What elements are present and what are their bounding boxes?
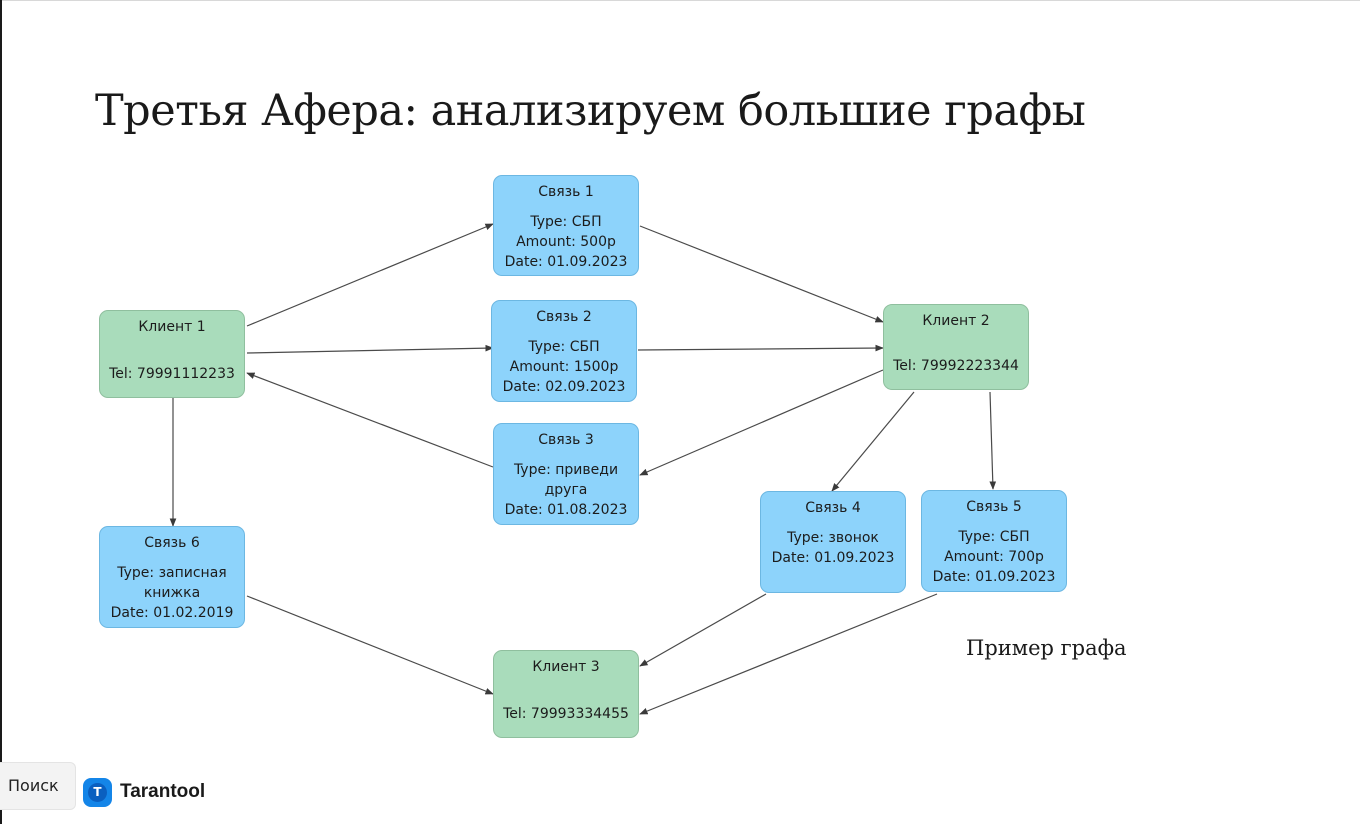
edge-svyaz3-to-klient1	[246, 372, 494, 468]
slide-title: Третья Афера: анализируем большие графы	[95, 86, 1086, 136]
node-line: Amount: 500р	[516, 234, 616, 250]
node-line: Type: СБП	[528, 339, 600, 355]
brand: T Tarantool	[83, 777, 205, 807]
node-body: Tel: 79992223344	[884, 356, 1028, 376]
node-title: Связь 6	[144, 535, 200, 551]
frame-top-border	[0, 0, 1360, 1]
node-klient2: Клиент 2 Tel: 79992223344	[883, 304, 1029, 390]
node-line: Tel: 79991112233	[109, 366, 235, 382]
node-title: Клиент 1	[138, 319, 206, 335]
edge-svyaz6-to-klient3	[246, 595, 494, 695]
node-line: Date: 02.09.2023	[502, 379, 626, 395]
node-line: Type: записная	[117, 565, 227, 581]
node-klient3: Клиент 3 Tel: 79993334455	[493, 650, 639, 738]
brand-name: Tarantool	[120, 781, 206, 802]
node-body: Tel: 79993334455	[494, 704, 638, 724]
node-line: Type: звонок	[787, 530, 879, 546]
edge-svyaz2-to-klient2	[637, 344, 884, 352]
node-line: Amount: 1500р	[509, 359, 619, 375]
tarantool-logo-icon: T	[83, 777, 112, 807]
node-title: Связь 3	[538, 432, 594, 448]
node-title: Связь 4	[805, 500, 861, 516]
node-title: Связь 5	[966, 499, 1022, 515]
node-line: Date: 01.09.2023	[932, 569, 1056, 585]
node-line: Tel: 79993334455	[503, 706, 629, 722]
frame-left-border	[0, 0, 2, 824]
edge-svyaz5-to-klient3	[639, 593, 938, 715]
node-line: Type: СБП	[958, 529, 1030, 545]
graph-caption: Пример графа	[966, 636, 1127, 660]
node-line: друга	[544, 482, 588, 498]
node-line: Date: 01.09.2023	[771, 550, 895, 566]
edge-svyaz1-to-klient2	[639, 225, 884, 323]
edge-klient1-to-svyaz2	[246, 344, 494, 354]
node-title: Связь 1	[538, 184, 594, 200]
edge-klient2-to-svyaz4	[831, 391, 915, 492]
node-line: книжка	[143, 585, 201, 601]
node-body: Tel: 79991112233	[100, 364, 244, 384]
node-line: Date: 01.08.2023	[504, 502, 628, 518]
node-line: Amount: 700р	[944, 549, 1044, 565]
node-line: Date: 01.09.2023	[504, 254, 628, 270]
node-line: Type: СБП	[530, 214, 602, 230]
edge-svyaz4-to-klient3	[639, 593, 767, 667]
node-klient1: Клиент 1 Tel: 79991112233	[99, 310, 245, 398]
node-title: Клиент 2	[922, 313, 990, 329]
node-line: Type: приведи	[513, 462, 619, 478]
node-line: Date: 01.02.2019	[110, 605, 234, 621]
search-button[interactable]: Поиск	[0, 762, 76, 810]
node-line: Tel: 79992223344	[893, 358, 1019, 374]
node-title: Клиент 3	[532, 659, 600, 675]
edge-klient1-to-svyaz1	[246, 223, 494, 327]
edge-klient2-to-svyaz3	[639, 369, 884, 476]
node-title: Связь 2	[536, 309, 592, 325]
edge-klient2-to-svyaz5	[989, 391, 997, 490]
